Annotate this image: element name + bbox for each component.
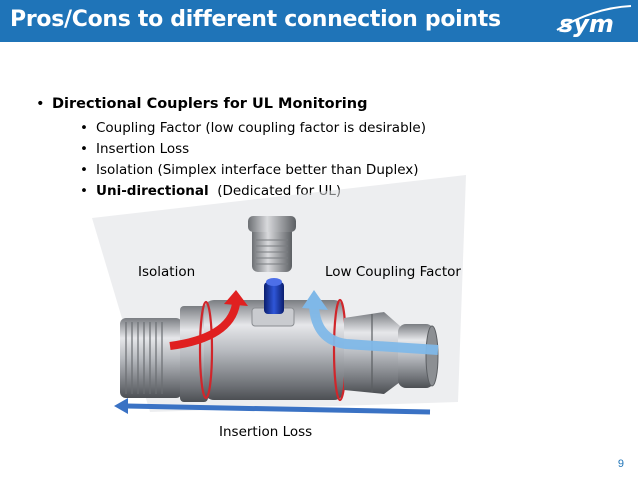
insertion-arrow [123,403,431,415]
bullet-sub-3: •Isolation (Simplex interface better tha… [80,162,419,178]
left-threads [125,322,163,394]
title-bar: Pros/Cons to different connection points… [0,0,638,42]
bullet-sub-2: •Insertion Loss [80,141,190,157]
logo-text: sym [559,10,614,38]
blue-pin [264,282,284,314]
bullet-dot: • [36,96,45,112]
isolation-label: Isolation [138,264,196,280]
bullet-sub-text: Isolation (Simplex interface better than… [96,162,419,178]
coupling-arrowhead [302,290,328,310]
coupling-arrow [309,305,439,355]
isolation-arrowhead [224,290,248,306]
insertion-arrowhead [114,398,128,414]
bullet-main: • Directional Couplers for UL Monitoring [36,96,367,112]
bullet-sub-1: •Coupling Factor (low coupling factor is… [80,120,426,136]
bullet-sub-bold: Uni-directional [96,183,209,199]
cap-threads [256,239,288,265]
bullet-main-text: Directional Couplers for UL Monitoring [52,96,368,112]
left-connector [120,318,182,398]
cap-top [248,216,296,232]
left-nut [180,306,208,402]
sym-logo-icon: sym [556,5,632,38]
isolation-arrow [169,303,240,350]
coupling-label: Low Coupling Factor [325,264,461,280]
right-connector [398,324,434,388]
bullet-sub-text: Insertion Loss [96,141,190,157]
cap-body [252,226,292,272]
slide-title: Pros/Cons to different connection points [10,7,501,32]
bullet-sub-text: Coupling Factor (low coupling factor is … [96,120,426,136]
page-number: 9 [617,458,624,470]
insertion-label: Insertion Loss [219,424,313,440]
left-oring [198,300,214,400]
coupler-body [204,300,344,400]
